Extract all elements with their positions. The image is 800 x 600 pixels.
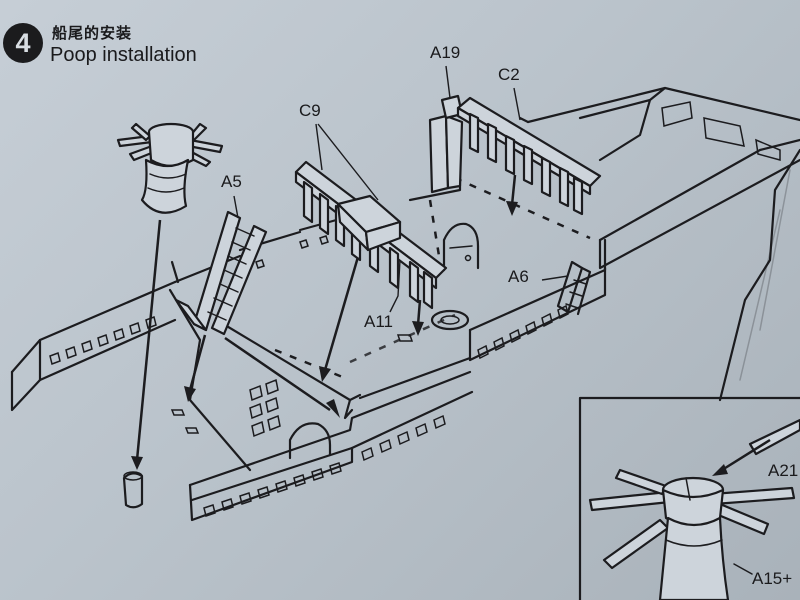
callout-a5: A5 xyxy=(221,172,242,191)
callout-c2: C2 xyxy=(498,65,520,84)
inset-detail-panel xyxy=(578,396,800,600)
callout-a15: A15+ xyxy=(752,569,793,588)
placement-guides xyxy=(274,176,591,380)
assembly-arrows xyxy=(131,174,518,470)
callout-a6: A6 xyxy=(508,267,529,286)
part-a19-post xyxy=(428,94,464,194)
part-c2-railing xyxy=(456,96,602,216)
step-title-english: Poop installation xyxy=(50,44,197,66)
step-title-chinese: 船尾的安装 xyxy=(52,24,133,42)
part-a5-ladder xyxy=(174,210,268,336)
part-capstan xyxy=(116,122,224,214)
callout-a19: A19 xyxy=(430,43,461,62)
part-c9-railing xyxy=(294,160,448,310)
callout-a21: A21 xyxy=(768,461,799,480)
callout-c9: C9 xyxy=(299,101,321,120)
step-number-badge: 4 xyxy=(3,23,43,63)
part-a6-ladder xyxy=(556,260,592,316)
callout-a11: A11 xyxy=(364,312,393,331)
